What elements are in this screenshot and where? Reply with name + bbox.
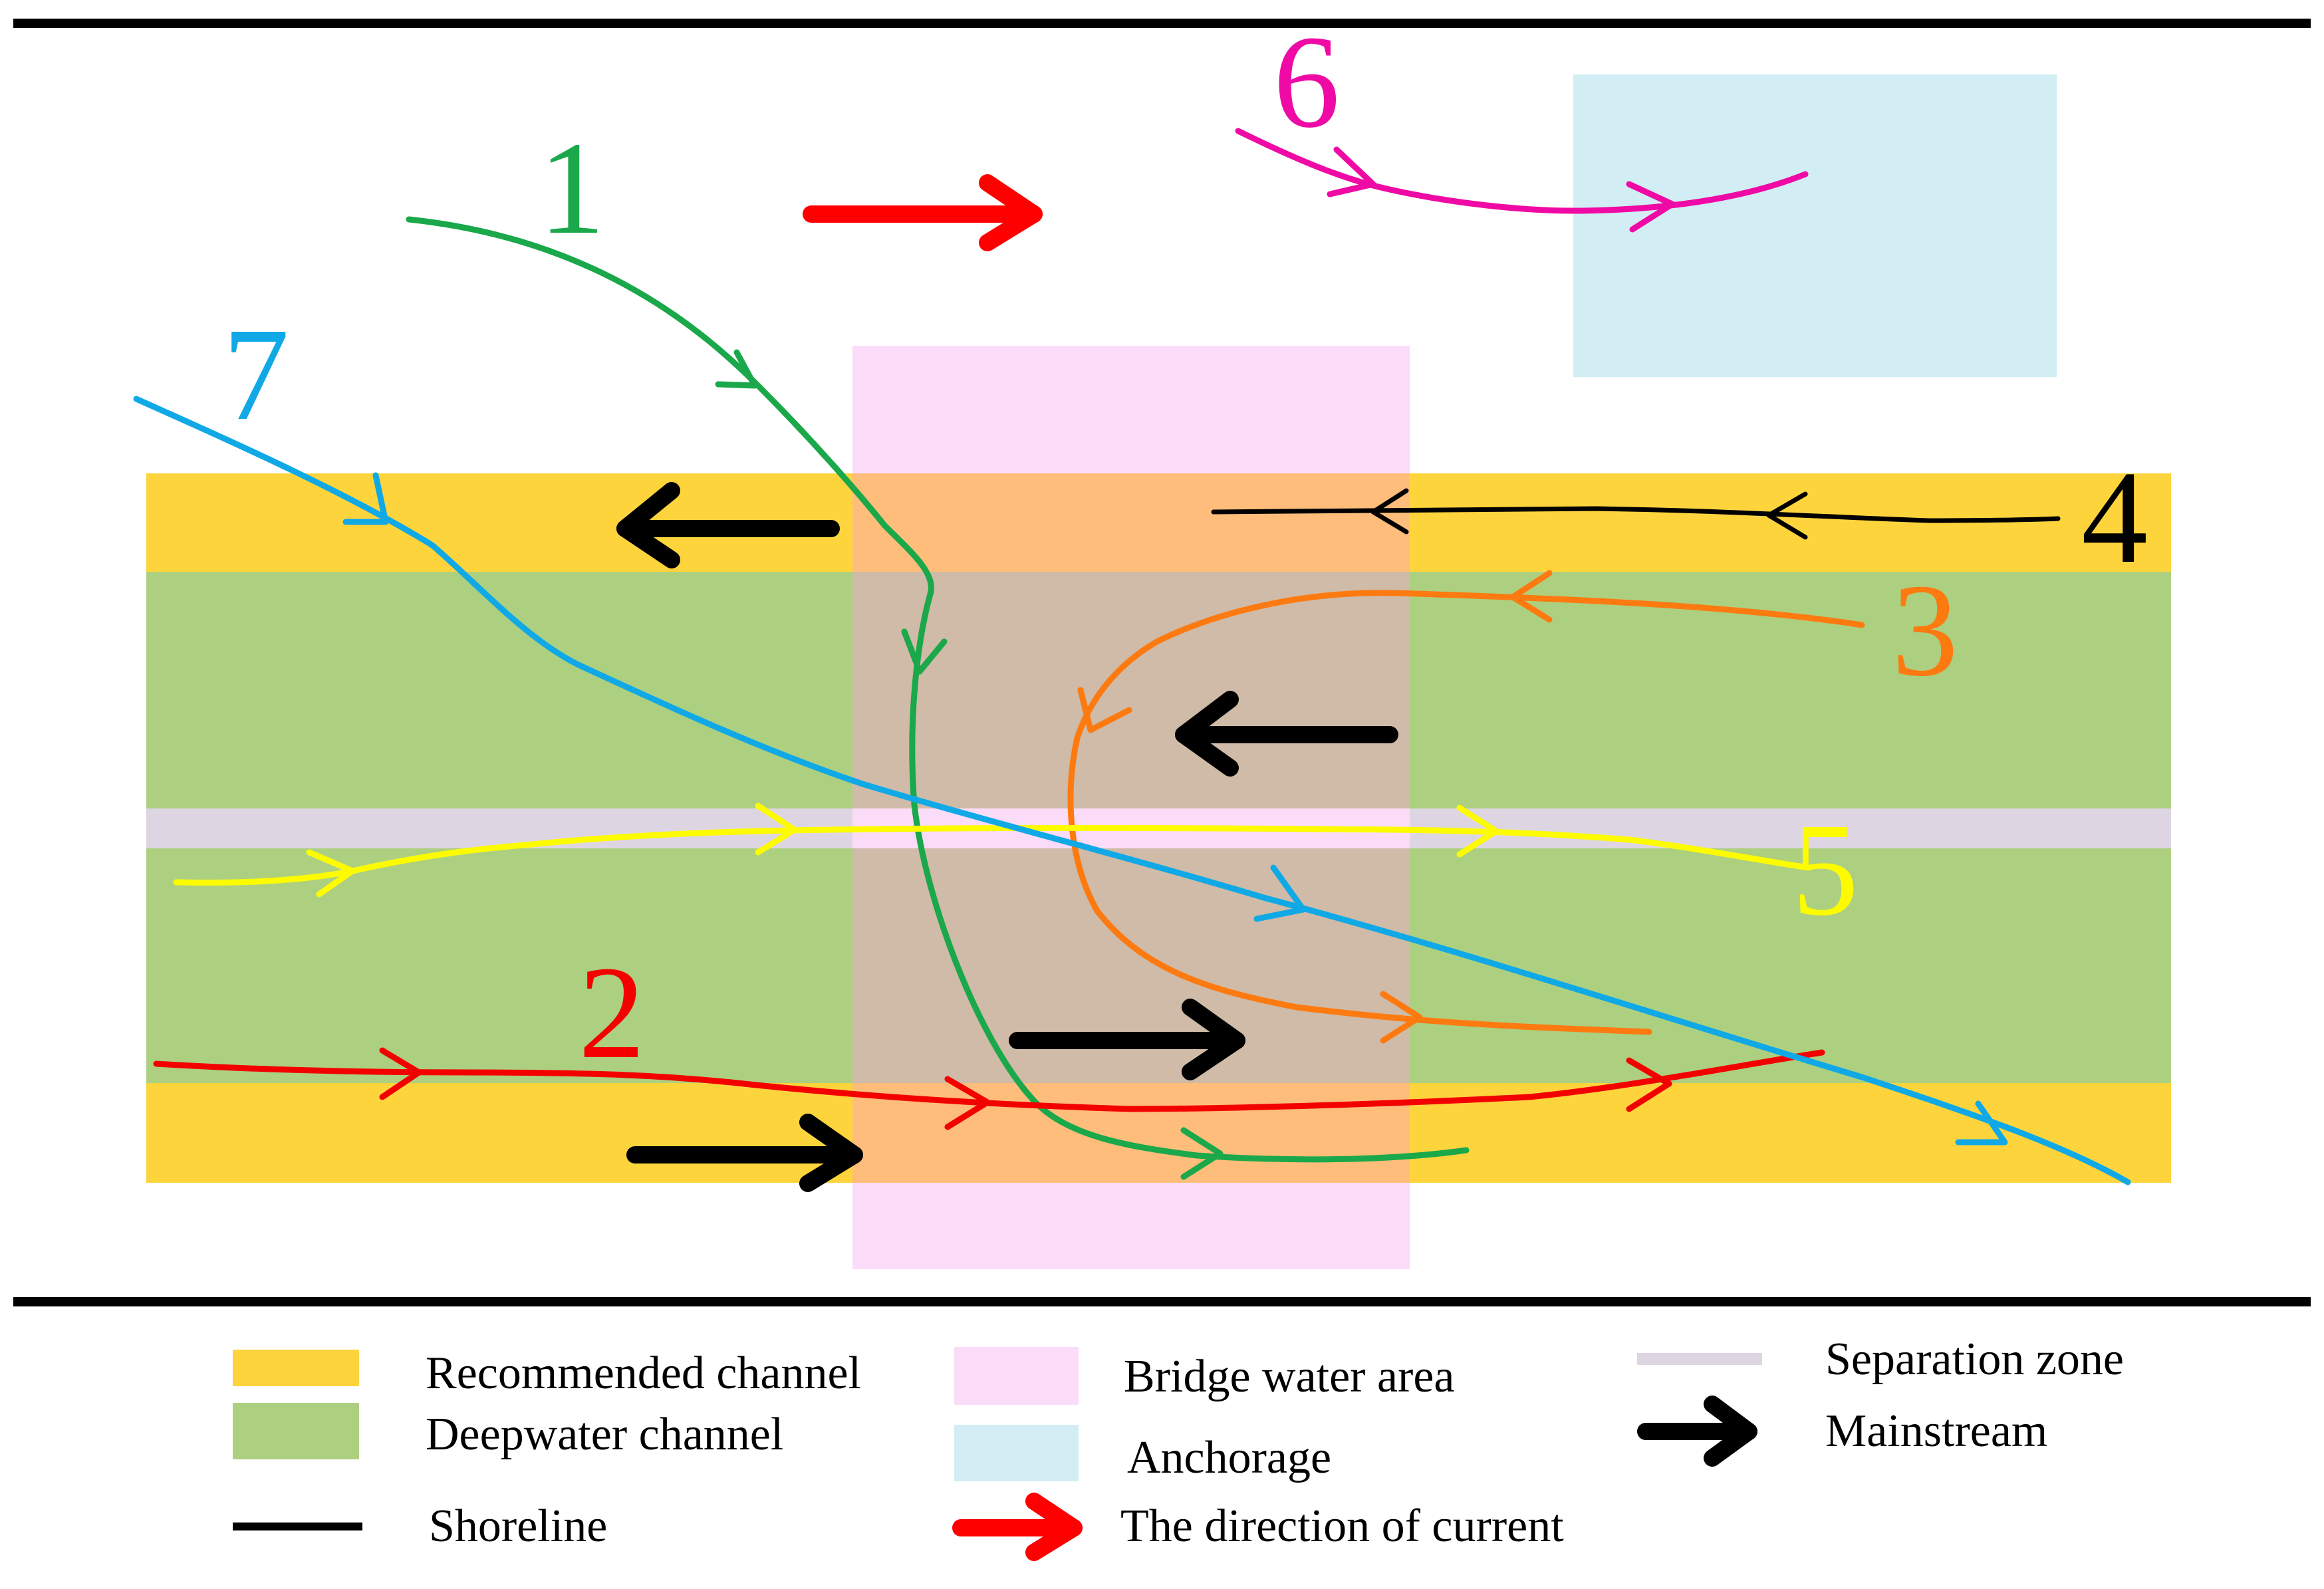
route-5-chevron-b <box>755 802 798 856</box>
legend-recommended-swatch <box>233 1350 359 1386</box>
route-6-chevron-b <box>1626 181 1676 233</box>
route-6-chevron-a <box>1327 146 1376 197</box>
anchorage-area <box>1573 74 2057 377</box>
mainstream-arrow-west-2 <box>1175 691 1398 777</box>
route-2-chevron-b <box>944 1076 991 1130</box>
route-2-chevron-a <box>379 1047 422 1100</box>
bridge-area-recommended-north <box>852 473 1410 572</box>
route-4: 4 <box>1211 444 2148 591</box>
route-2: 2 <box>153 939 1825 1130</box>
legend-bridge-label: Bridge water area <box>1124 1351 1455 1402</box>
route-7-chevron-b <box>1253 864 1307 922</box>
route-1-chevron-b <box>901 628 948 675</box>
route-3-label: 3 <box>1892 557 1958 704</box>
route-4-label: 4 <box>2081 444 2148 591</box>
route-6-label: 6 <box>1273 9 1340 156</box>
legend-bridge-swatch <box>954 1347 1079 1405</box>
mainstream-arrows <box>616 482 1398 1192</box>
legend-mainstream-swatch <box>1637 1396 1757 1467</box>
bridge-area-top <box>852 346 1410 473</box>
route-3-chevron-b <box>1077 687 1132 733</box>
route-2-path <box>153 1049 1825 1112</box>
route-7-label: 7 <box>223 301 289 448</box>
route-2-label: 2 <box>579 939 645 1086</box>
legend-current-swatch <box>952 1493 1083 1561</box>
route-1: 1 <box>406 115 1470 1180</box>
route-4-path <box>1211 506 2061 523</box>
route-3: 3 <box>1067 557 1958 1044</box>
legend-mainstream-label: Mainstream <box>1825 1406 2047 1457</box>
route-1-chevron-c <box>1180 1127 1224 1180</box>
route-4-chevron-b <box>1766 491 1808 540</box>
route-6-path <box>1235 128 1809 214</box>
bridge-area-deepwater-north <box>852 572 1410 808</box>
route-1-label: 1 <box>539 115 605 262</box>
route-5-chevron-c <box>1456 804 1499 858</box>
bridge-area-bottom <box>852 1183 1410 1269</box>
route-3-chevron-a <box>1509 570 1553 623</box>
route-2-chevron-c <box>1626 1057 1672 1112</box>
legend-deepwater-swatch <box>233 1403 359 1459</box>
bridge-water-area <box>852 346 1410 1269</box>
route-5-chevron-a <box>306 849 356 898</box>
legend-deepwater-label: Deepwater channel <box>426 1409 783 1460</box>
legend-shoreline-label: Shoreline <box>429 1501 607 1552</box>
route-4-chevron-a <box>1370 488 1409 535</box>
route-5-label: 5 <box>1792 796 1859 943</box>
mainstream-arrow-east-2 <box>626 1114 863 1192</box>
mainstream-arrow-west-1 <box>616 482 840 568</box>
route-7: 7 <box>133 301 2131 1185</box>
legend: Recommended channel Deepwater channel Sh… <box>233 1334 2124 1561</box>
legend-anchorage-label: Anchorage <box>1127 1432 1331 1483</box>
legend-current-label: The direction of current <box>1120 1501 1564 1552</box>
mainstream-arrow-east-1 <box>1009 999 1245 1080</box>
route-3-path <box>1067 590 1865 1035</box>
route-5: 5 <box>173 796 1859 943</box>
legend-separation-label: Separation zone <box>1825 1334 2124 1385</box>
legend-recommended-label: Recommended channel <box>426 1348 861 1399</box>
route-3-chevron-c <box>1380 991 1423 1044</box>
route-6: 6 <box>1235 9 1809 233</box>
route-1-chevron-a <box>715 349 758 389</box>
legend-anchorage-swatch <box>954 1425 1079 1481</box>
route-7-path <box>133 396 2131 1185</box>
current-direction-arrow <box>803 174 1043 251</box>
route-7-chevron-c <box>1955 1100 2008 1146</box>
route-5-path <box>173 824 1812 886</box>
route-7-chevron-a <box>342 472 389 525</box>
